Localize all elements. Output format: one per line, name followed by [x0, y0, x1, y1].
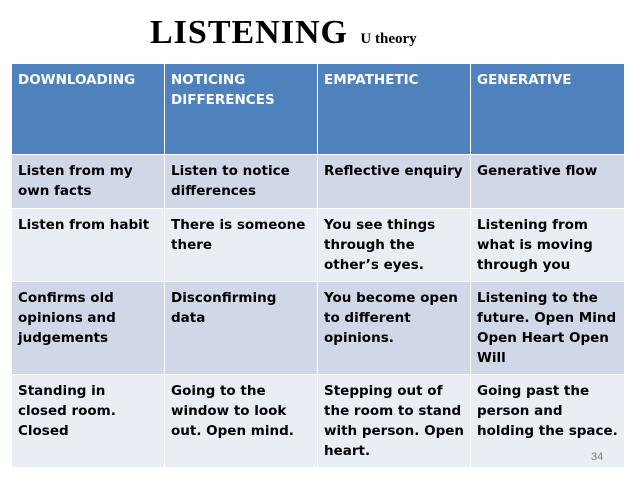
table-cell: Listen from habit [11, 208, 165, 282]
table-cell: Generative flow [470, 154, 625, 209]
header-downloading: DOWNLOADING [11, 63, 165, 155]
table-row: Listen from habit There is someone there… [11, 208, 625, 282]
table-cell: Confirms old opinions and judgements [11, 281, 165, 375]
table-cell: Going to the window to look out. Open mi… [164, 374, 318, 468]
title-main: LISTENING [150, 14, 348, 51]
table-cell: Listen from my own facts [11, 154, 165, 209]
table-cell: Listening to the future. Open Mind Open … [470, 281, 625, 375]
table-header-row: DOWNLOADING NOTICING DIFFERENCES EMPATHE… [11, 63, 625, 155]
table-row: Confirms old opinions and judgements Dis… [11, 281, 625, 375]
table-cell: Listening from what is moving through yo… [470, 208, 625, 282]
table-row: Listen from my own facts Listen to notic… [11, 154, 625, 209]
table-cell: Reflective enquiry [317, 154, 471, 209]
table-cell: Stepping out of the room to stand with p… [317, 374, 471, 468]
table-cell: There is someone there [164, 208, 318, 282]
table-cell: You see things through the other’s eyes. [317, 208, 471, 282]
header-noticing-differences: NOTICING DIFFERENCES [164, 63, 318, 155]
listening-table: DOWNLOADING NOTICING DIFFERENCES EMPATHE… [11, 63, 625, 468]
table-cell: Standing in closed room. Closed [11, 374, 165, 468]
table-cell: Going past the person and holding the sp… [470, 374, 625, 468]
slide-title: LISTENING U theory [150, 14, 417, 52]
table-cell: Listen to notice differences [164, 154, 318, 209]
page-number: 34 [591, 451, 604, 463]
table-cell: You become open to different opinions. [317, 281, 471, 375]
header-empathetic: EMPATHETIC [317, 63, 471, 155]
table-row: Standing in closed room. Closed Going to… [11, 374, 625, 468]
table-cell: Disconfirming data [164, 281, 318, 375]
header-generative: GENERATIVE [470, 63, 625, 155]
title-subtitle: U theory [360, 31, 417, 47]
